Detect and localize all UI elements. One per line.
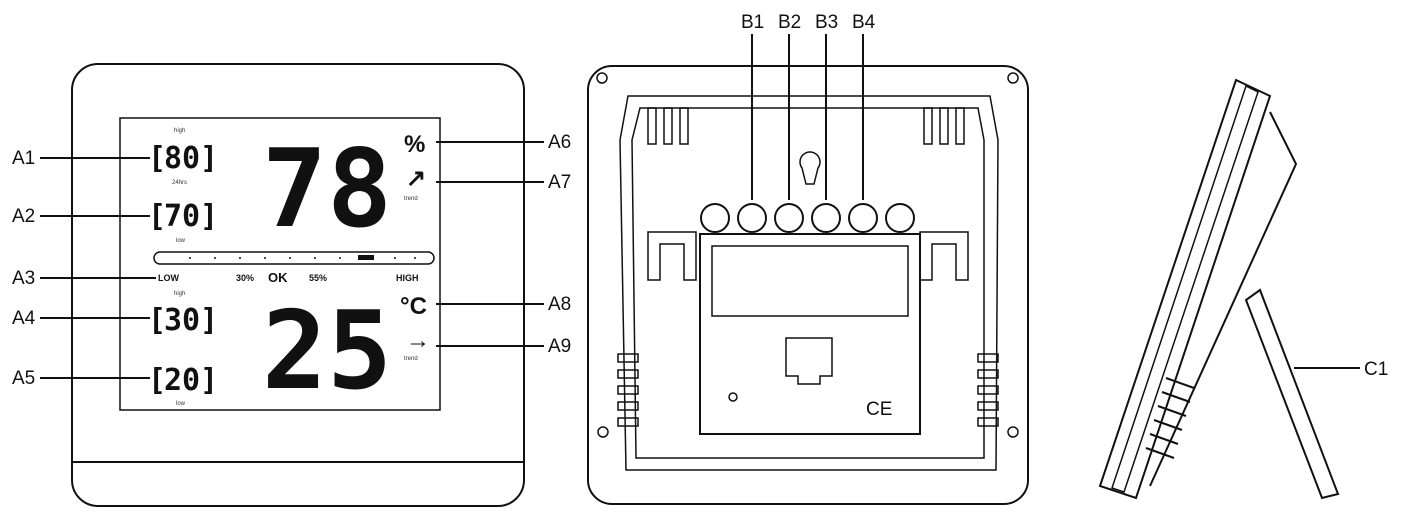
temp-max-value: 30 xyxy=(164,303,200,338)
side-body-inner xyxy=(1111,84,1259,493)
celsius-unit: °C xyxy=(400,293,427,320)
scale-55-label: 55% xyxy=(309,273,327,283)
callout-a1: A1 xyxy=(12,148,35,169)
button-b2[interactable] xyxy=(774,203,804,233)
temp-trend-caption: trend xyxy=(404,356,418,362)
screw-icon xyxy=(1007,72,1019,84)
back-view: B1 B2 B3 B4 CE xyxy=(587,12,1029,505)
temp-high-caption: high xyxy=(174,291,185,297)
wall-mount-keyhole-icon xyxy=(799,151,821,185)
side-body-back xyxy=(1149,111,1298,487)
temp-min-value: 20 xyxy=(164,363,200,398)
temp-bracket-right: ] xyxy=(200,303,218,338)
stand-frame xyxy=(619,95,999,471)
temp-low-caption: low xyxy=(176,401,186,407)
callout-a7: A7 xyxy=(548,172,571,193)
humidity-bracket-left: [ xyxy=(148,141,166,176)
callout-b3: B3 xyxy=(815,12,838,33)
battery-compartment xyxy=(699,233,921,435)
reset-hole-icon xyxy=(728,392,738,402)
humidity-trend-arrow-icon: ↗ xyxy=(406,165,426,192)
comfort-scale-ticks xyxy=(189,257,416,259)
callout-c1: C1 xyxy=(1364,359,1388,380)
callout-a6: A6 xyxy=(548,132,571,153)
vent-slots-right xyxy=(977,353,999,427)
comfort-scale-bar xyxy=(153,251,435,265)
callout-a3: A3 xyxy=(12,268,35,289)
percent-unit: % xyxy=(404,131,425,158)
callout-b4: B4 xyxy=(852,12,876,33)
button-b1[interactable] xyxy=(737,203,767,233)
vent-slots-left xyxy=(617,353,639,427)
back-housing xyxy=(587,65,1029,505)
round-foot-right xyxy=(885,203,915,233)
callout-a5: A5 xyxy=(12,368,35,389)
side-vent-slots xyxy=(1145,377,1195,459)
temp-bracket-left-2: [ xyxy=(148,363,166,398)
humidity-main-value: 78 xyxy=(262,127,392,252)
callout-a9: A9 xyxy=(548,336,571,357)
humidity-low-caption: low xyxy=(176,238,186,244)
humidity-max-value: 80 xyxy=(164,141,200,176)
button-b4[interactable] xyxy=(848,203,878,233)
comfort-scale-indicator xyxy=(358,255,374,260)
callout-b2: B2 xyxy=(778,12,801,33)
temp-main-value: 25 xyxy=(262,289,392,414)
humidity-high-caption: high xyxy=(174,128,185,134)
side-view: C1 xyxy=(1098,78,1388,500)
stand-frame-inner xyxy=(631,107,985,459)
scale-ok-label: OK xyxy=(268,270,288,285)
vent-slots-top-left xyxy=(647,107,689,145)
front-housing xyxy=(71,63,525,507)
callout-a2: A2 xyxy=(12,206,35,227)
side-body-outer xyxy=(1098,78,1272,500)
humidity-24hrs-caption: 24hrs xyxy=(172,180,187,186)
scale-30-label: 30% xyxy=(236,273,254,283)
humidity-bracket-right: ] xyxy=(200,141,218,176)
stand-bracket-right xyxy=(919,231,969,281)
humidity-min-value: 70 xyxy=(164,199,200,234)
round-foot-left xyxy=(700,203,730,233)
callout-a8: A8 xyxy=(548,294,571,315)
ce-mark: CE xyxy=(866,399,892,420)
screw-icon xyxy=(596,72,608,84)
humidity-bracket-left-2: [ xyxy=(148,199,166,234)
humidity-trend-caption: trend xyxy=(404,196,418,202)
vent-slots-top-right xyxy=(923,107,965,145)
humidity-bracket-right-2: ] xyxy=(200,199,218,234)
callout-a4: A4 xyxy=(12,308,36,329)
screw-icon xyxy=(1007,426,1019,438)
screw-icon xyxy=(597,426,609,438)
stand-bracket-left xyxy=(647,231,697,281)
button-b3[interactable] xyxy=(811,203,841,233)
temp-trend-arrow-icon: → xyxy=(406,327,430,354)
battery-cover-latch xyxy=(785,337,833,385)
lcd-screen xyxy=(119,117,441,411)
callout-b1: B1 xyxy=(741,12,764,33)
temp-bracket-left: [ xyxy=(148,303,166,338)
kickstand xyxy=(1244,288,1340,500)
scale-high-label: HIGH xyxy=(396,273,419,283)
scale-low-label: LOW xyxy=(158,273,179,283)
temp-bracket-right-2: ] xyxy=(200,363,218,398)
battery-compartment-label-area xyxy=(711,245,909,317)
front-view: high [ 80 ] 24hrs [ 70 ] low 78 % ↗ tren… xyxy=(12,63,571,507)
